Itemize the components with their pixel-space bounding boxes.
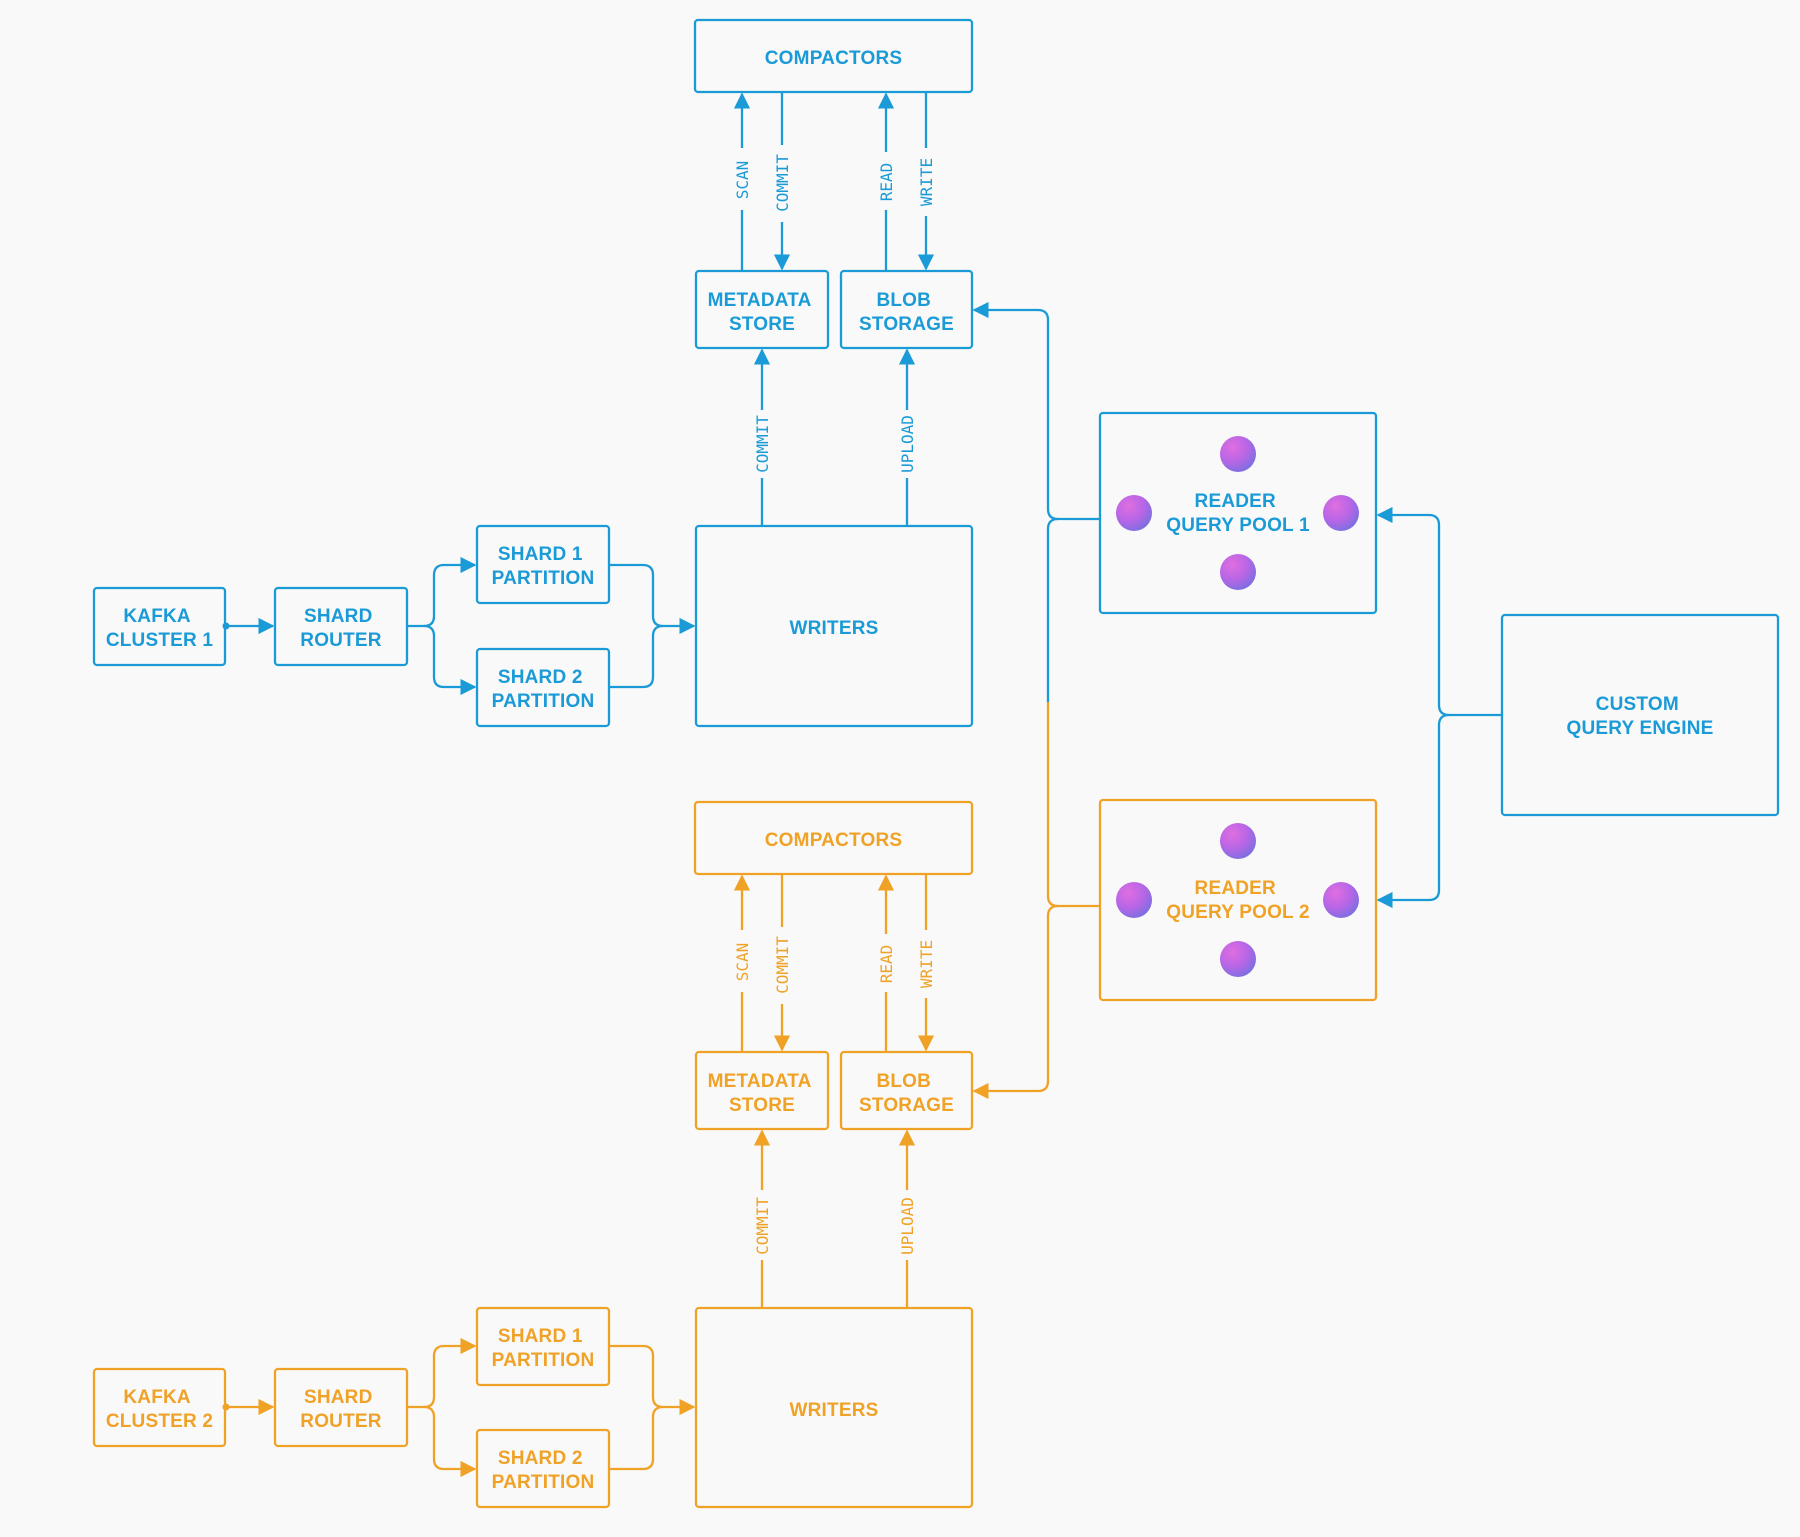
top-compactors-label: COMPACTORS: [765, 48, 902, 69]
top-system: COMPACTORS METADATA STORE BLOB STORAGE W…: [92, 18, 974, 728]
bottom-writers-label: WRITERS: [789, 1400, 878, 1421]
bottom-commit-up-label: COMMIT: [773, 936, 792, 994]
bottom-shard-router-label: SHARD ROUTER: [300, 1387, 382, 1432]
reader-pool1-label: READER QUERY POOL 1: [1166, 491, 1310, 536]
top-metadata-store-label: METADATA STORE: [708, 290, 817, 335]
reader-pool2-node-top: [1220, 823, 1256, 859]
top-read-label: READ: [877, 163, 896, 202]
reader-pool2-node-left: [1116, 882, 1152, 918]
bottom-scan-label: SCAN: [733, 943, 752, 982]
top-compactors-box: [693, 18, 974, 94]
custom-query-engine: CUSTOM QUERY ENGINE: [1376, 506, 1780, 909]
top-scan-label: SCAN: [733, 161, 752, 200]
top-edges: [222, 92, 935, 696]
bottom-blob-storage-box: [839, 1050, 974, 1131]
bottom-shard1-label: SHARD 1 PARTITION: [492, 1326, 595, 1371]
top-blob-storage-box: [839, 269, 974, 350]
bottom-writers-box: [694, 1306, 974, 1509]
bottom-edge-labels: SCAN COMMIT READ WRITE COMMIT UPLOAD: [733, 936, 936, 1255]
top-metadata-store-box: [694, 269, 830, 350]
bottom-compactors-box: [693, 800, 974, 876]
top-shard1-label: SHARD 1 PARTITION: [492, 544, 595, 589]
top-writers-label: WRITERS: [789, 618, 878, 639]
reader-pool1-node-left: [1116, 495, 1152, 531]
bottom-metadata-store-label: METADATA STORE: [708, 1071, 817, 1116]
reader-pool1-node-right: [1323, 495, 1359, 531]
bottom-kafka-label: KAFKA CLUSTER 2: [106, 1387, 213, 1432]
reader-pool2-node-right: [1323, 882, 1359, 918]
custom-query-engine-box: [1500, 613, 1780, 817]
top-blob-storage-label: BLOB STORAGE: [859, 290, 954, 335]
bottom-system: COMPACTORS METADATA STORE BLOB STORAGE W…: [92, 800, 974, 1509]
reader-pool1-node-bottom: [1220, 554, 1256, 590]
top-shard2-label: SHARD 2 PARTITION: [492, 667, 595, 712]
bottom-write-label: WRITE: [917, 940, 936, 988]
reader-to-storage-edges: [972, 301, 1100, 1100]
custom-query-engine-label: CUSTOM QUERY ENGINE: [1566, 694, 1713, 739]
engine-to-readers-edges: [1376, 506, 1502, 909]
reader-pool2-label: READER QUERY POOL 2: [1166, 878, 1310, 923]
reader-pool2-node-bottom: [1220, 941, 1256, 977]
top-commit-up-label: COMMIT: [773, 154, 792, 212]
bottom-commit-label: COMMIT: [753, 1197, 772, 1255]
bottom-edges: [222, 874, 935, 1478]
bottom-compactors-label: COMPACTORS: [765, 830, 902, 851]
top-commit-label: COMMIT: [753, 415, 772, 473]
reader-pool2-box: [1098, 798, 1378, 1002]
bottom-metadata-store-box: [694, 1050, 830, 1131]
top-kafka-label: KAFKA CLUSTER 1: [106, 606, 214, 651]
top-shard-router-label: SHARD ROUTER: [300, 606, 382, 651]
reader-pool1-node-top: [1220, 436, 1256, 472]
top-edge-labels: SCAN COMMIT READ WRITE COMMIT UPLOAD: [733, 154, 936, 473]
bottom-read-label: READ: [877, 945, 896, 984]
bottom-blob-storage-label: BLOB STORAGE: [859, 1071, 954, 1116]
reader-pools: READER QUERY POOL 1 READER QUERY POOL 2: [1098, 411, 1378, 1002]
top-write-label: WRITE: [917, 158, 936, 206]
bottom-shard2-label: SHARD 2 PARTITION: [492, 1448, 595, 1493]
bottom-upload-label: UPLOAD: [898, 1197, 917, 1255]
top-upload-label: UPLOAD: [898, 415, 917, 473]
reader-pool1-box: [1098, 411, 1378, 615]
top-writers-box: [694, 524, 974, 728]
